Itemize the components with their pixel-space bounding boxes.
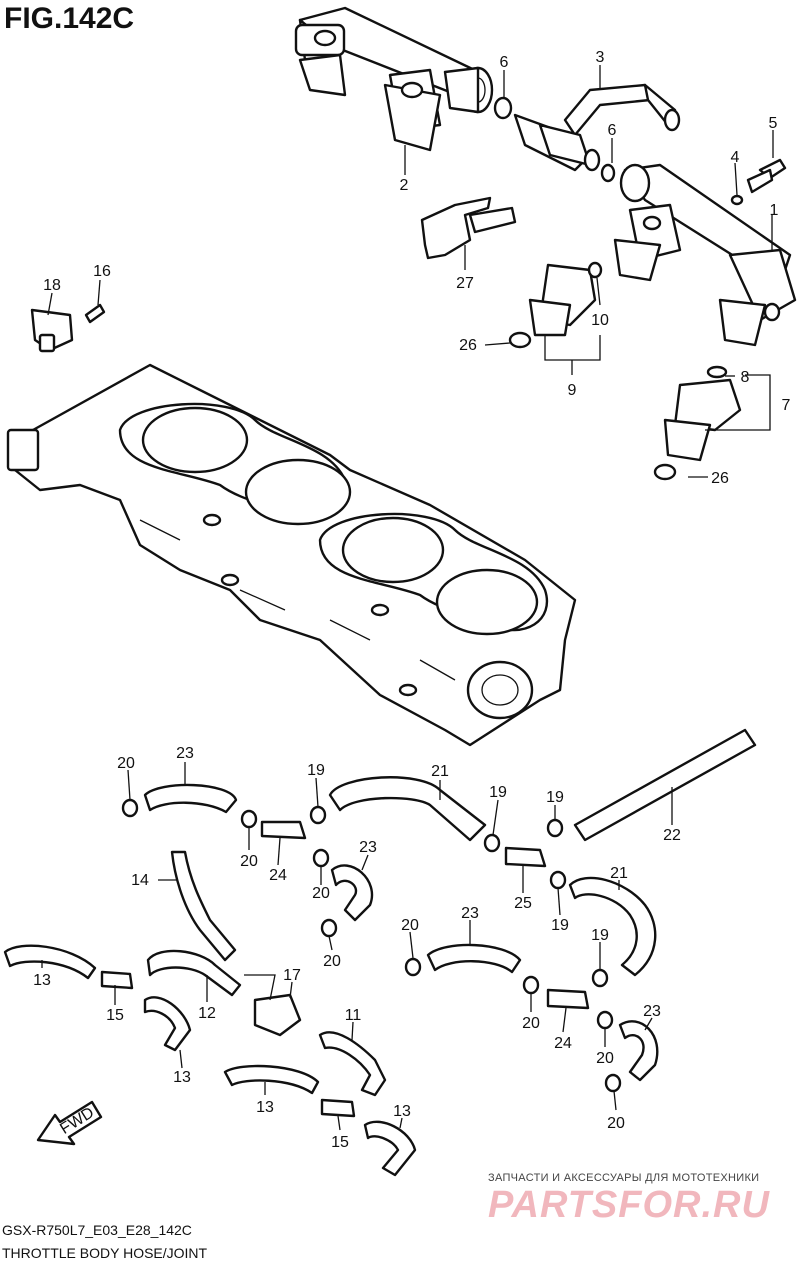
callout-23d: 23	[643, 1003, 661, 1020]
fuel-injector[interactable]	[508, 261, 603, 349]
vacuum-hose-21b[interactable]	[568, 876, 657, 977]
vacuum-hose-13a[interactable]	[3, 944, 97, 980]
figure-name: THROTTLE BODY HOSE/JOINT	[2, 1245, 208, 1261]
callout-20c: 20	[312, 885, 330, 902]
callout-19b: 19	[489, 784, 507, 801]
callout-23c: 23	[461, 905, 479, 922]
callout-26a: 26	[459, 337, 477, 354]
vacuum-hose-23c[interactable]	[426, 943, 522, 974]
vacuum-hose-23a[interactable]	[143, 783, 238, 814]
callout-20f: 20	[522, 1015, 540, 1032]
callout-4: 4	[731, 149, 740, 166]
watermark-caption: ЗАПЧАСТИ И АКСЕССУАРЫ ДЛЯ МОТОТЕХНИКИ	[488, 1172, 760, 1184]
callout-19a: 19	[307, 762, 325, 779]
callout-9: 9	[568, 382, 577, 399]
callout-8: 8	[741, 369, 750, 386]
callout-24a: 24	[269, 867, 287, 884]
callout-20a: 20	[117, 755, 135, 772]
vacuum-hose-23b[interactable]	[330, 864, 374, 922]
callout-20d: 20	[323, 953, 341, 970]
callout-6a: 6	[500, 54, 509, 71]
callout-19d: 19	[551, 917, 569, 934]
fuel-rail-lower[interactable]	[613, 163, 797, 347]
callout-23b: 23	[359, 839, 377, 856]
callout-13c: 13	[256, 1099, 274, 1116]
throttle-body[interactable]	[6, 363, 577, 747]
callout-16: 16	[93, 263, 111, 280]
callout-17: 17	[283, 967, 301, 984]
vacuum-hose-11[interactable]	[318, 1031, 387, 1097]
callout-19e: 19	[591, 927, 609, 944]
callout-5: 5	[769, 115, 778, 132]
vacuum-hose-14[interactable]	[170, 850, 237, 962]
callout-1: 1	[770, 202, 779, 219]
leader-lines	[41, 65, 774, 1131]
joint-15a[interactable]	[100, 970, 134, 990]
valve-17[interactable]	[253, 993, 302, 1037]
joint-15b[interactable]	[320, 1098, 356, 1118]
three-way-joint-24b[interactable]	[546, 988, 590, 1010]
callout-6b: 6	[608, 122, 617, 139]
callout-13b: 13	[173, 1069, 191, 1086]
screw[interactable]	[84, 303, 106, 324]
callout-10: 10	[591, 312, 609, 329]
callout-21a: 21	[431, 763, 449, 780]
callout-20g: 20	[596, 1050, 614, 1067]
callout-21b: 21	[610, 865, 628, 882]
fuel-rail-upper[interactable]	[294, 6, 494, 152]
watermark-brand: PARTSFOR.RU	[488, 1184, 770, 1226]
callout-13d: 13	[393, 1103, 411, 1120]
callout-18: 18	[43, 277, 61, 294]
figure-code: GSX-R750L7_E03_E28_142C	[2, 1222, 192, 1238]
callout-7: 7	[782, 397, 791, 414]
vacuum-hose-21a[interactable]	[328, 776, 487, 842]
callout-11: 11	[345, 1007, 362, 1024]
callout-24b: 24	[554, 1035, 572, 1052]
callout-14: 14	[131, 872, 149, 889]
vacuum-hose-12[interactable]	[146, 949, 242, 997]
callout-26b: 26	[711, 470, 729, 487]
callout-23a: 23	[176, 745, 194, 762]
pressure-sensor[interactable]	[30, 308, 74, 353]
forward-arrow-icon: FWD	[36, 1100, 103, 1146]
vacuum-hose-13b[interactable]	[143, 996, 192, 1052]
bolt[interactable]	[746, 158, 787, 194]
callout-2: 2	[400, 177, 409, 194]
vacuum-hose-13d[interactable]	[363, 1120, 417, 1177]
callout-12: 12	[198, 1005, 216, 1022]
washer[interactable]	[730, 194, 744, 206]
fuel-joint[interactable]	[493, 96, 616, 183]
three-way-joint-25[interactable]	[504, 846, 547, 868]
hose-clips[interactable]	[121, 798, 622, 1093]
callout-25: 25	[514, 895, 532, 912]
callout-labels: 1 2 3 4 5 6 6 7 8 9 10 11 12 13 13 13 13…	[33, 49, 790, 1151]
callout-27: 27	[456, 275, 474, 292]
callout-19c: 19	[546, 789, 564, 806]
callout-3: 3	[596, 49, 605, 66]
vacuum-hose-13c[interactable]	[223, 1064, 320, 1095]
callout-15b: 15	[331, 1134, 349, 1151]
callout-20h: 20	[607, 1115, 625, 1132]
callout-13a: 13	[33, 972, 51, 989]
callout-15a: 15	[106, 1007, 124, 1024]
figure-title: FIG.142C	[4, 2, 135, 35]
fuel-hose[interactable]	[563, 83, 681, 137]
callout-20e: 20	[401, 917, 419, 934]
three-way-joint-24a[interactable]	[260, 820, 307, 840]
callout-22: 22	[663, 827, 681, 844]
callout-20b: 20	[240, 853, 258, 870]
vacuum-pipe-22[interactable]	[573, 728, 757, 842]
vacuum-hose-23d[interactable]	[618, 1020, 659, 1082]
clamp[interactable]	[420, 196, 517, 260]
fuel-injector-secondary[interactable]	[653, 365, 742, 481]
